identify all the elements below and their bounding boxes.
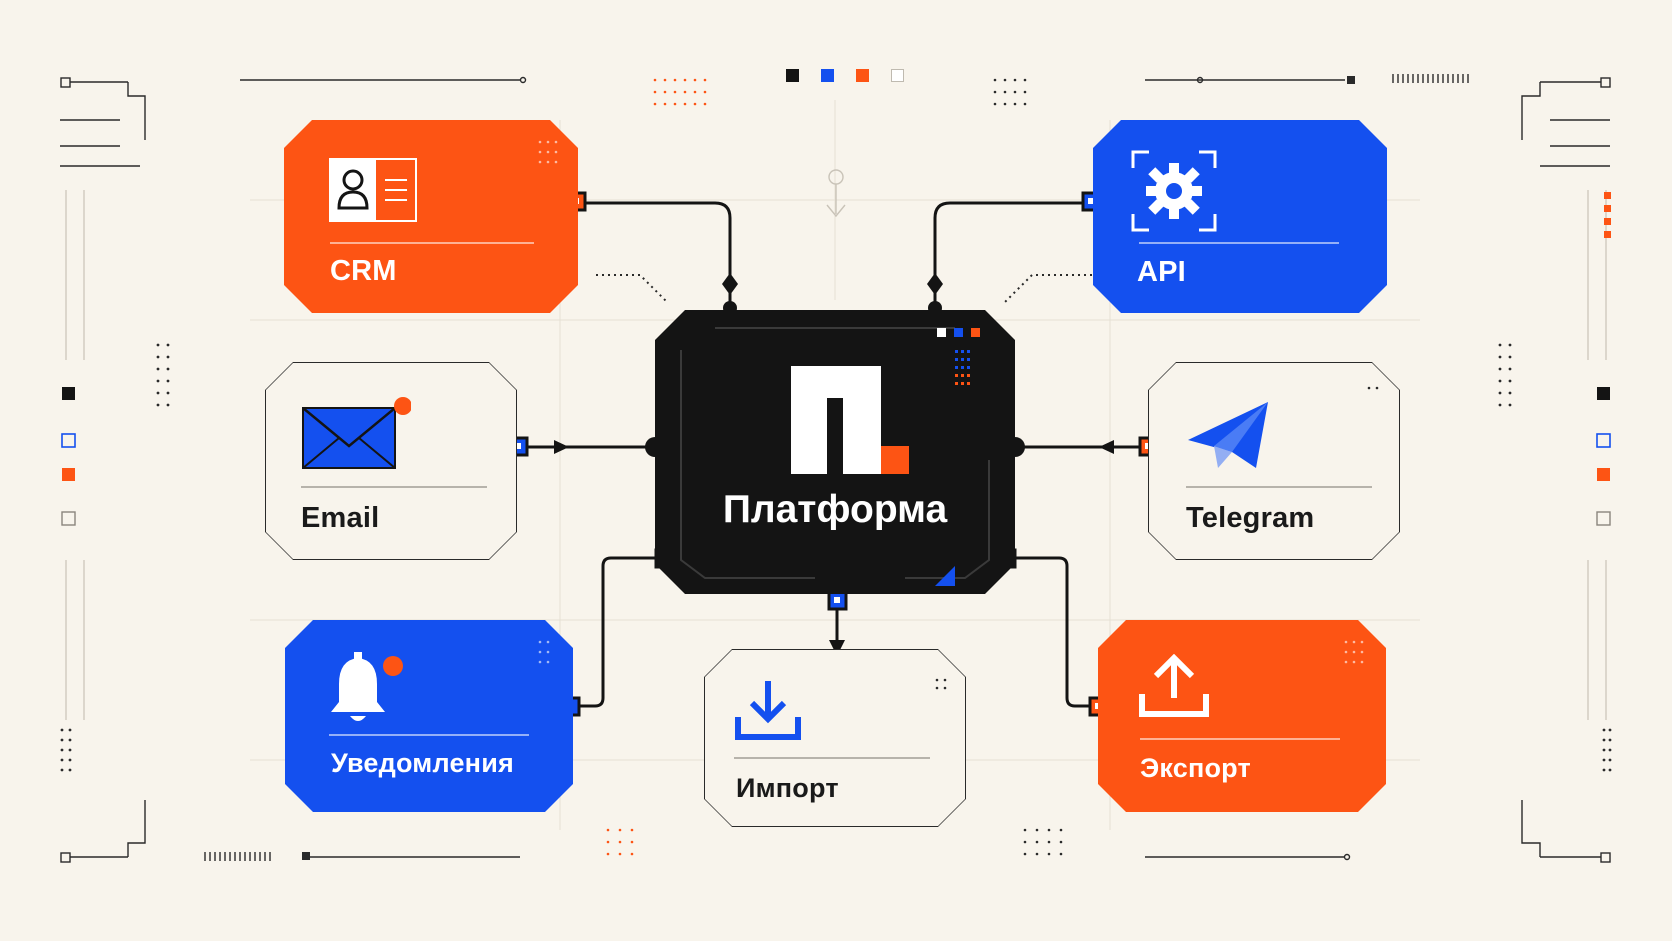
bell-icon xyxy=(325,650,405,728)
legend-square-blue xyxy=(821,69,834,82)
platform-hub[interactable]: Платформа xyxy=(655,310,1015,594)
module-label-notifications: Уведомления xyxy=(331,748,514,778)
card-body xyxy=(286,621,572,811)
side-markers-right xyxy=(1596,387,1611,526)
frame-decor xyxy=(60,76,1611,863)
connector-crm xyxy=(577,201,732,305)
card-divider xyxy=(1140,738,1340,740)
frame-markers xyxy=(302,76,1355,860)
module-label-api: API xyxy=(1137,256,1186,288)
envelope-icon xyxy=(301,394,411,474)
module-label-telegram: Telegram xyxy=(1186,502,1315,534)
card-divider xyxy=(734,757,930,759)
dotted-links xyxy=(596,274,1092,304)
module-card-api[interactable]: API xyxy=(1093,120,1387,313)
barcode-marks xyxy=(204,74,1469,861)
module-label-export: Экспорт xyxy=(1140,753,1251,783)
module-card-export[interactable]: Экспорт xyxy=(1098,620,1386,812)
connector-api xyxy=(933,201,1092,305)
hub-title: Платформа xyxy=(722,488,948,531)
legend-square-black xyxy=(786,69,799,82)
contact-card-icon xyxy=(329,158,419,224)
paper-plane-icon xyxy=(1186,400,1270,474)
module-card-crm[interactable]: CRM xyxy=(284,120,578,313)
module-card-telegram[interactable]: Telegram xyxy=(1148,362,1400,560)
module-label-email: Email xyxy=(301,502,380,534)
module-card-import[interactable]: Импорт xyxy=(704,649,966,827)
gear-icon xyxy=(1131,150,1217,232)
download-icon xyxy=(734,679,802,743)
main-connectors xyxy=(518,201,1148,708)
card-divider xyxy=(329,734,529,736)
top-arrow-decor xyxy=(826,169,846,218)
connector-export xyxy=(1007,556,1098,708)
module-card-notifications[interactable]: Уведомления xyxy=(285,620,573,812)
hub-frame-decor xyxy=(655,310,1015,594)
card-divider xyxy=(1139,242,1339,244)
card-divider xyxy=(330,242,534,244)
module-card-email[interactable]: Email xyxy=(265,362,517,560)
module-label-import: Импорт xyxy=(736,773,839,803)
module-label-crm: CRM xyxy=(330,255,397,287)
legend-square-orange xyxy=(856,69,869,82)
card-body xyxy=(1149,363,1399,559)
connector-notifications xyxy=(572,556,663,708)
side-markers-left xyxy=(61,387,76,526)
legend-square-white xyxy=(891,69,904,82)
side-dashes-right xyxy=(1604,192,1611,238)
card-divider xyxy=(1186,486,1372,488)
legend-squares xyxy=(786,69,906,85)
platform-logo-icon xyxy=(791,366,911,476)
upload-icon xyxy=(1138,654,1210,720)
card-divider xyxy=(301,486,487,488)
